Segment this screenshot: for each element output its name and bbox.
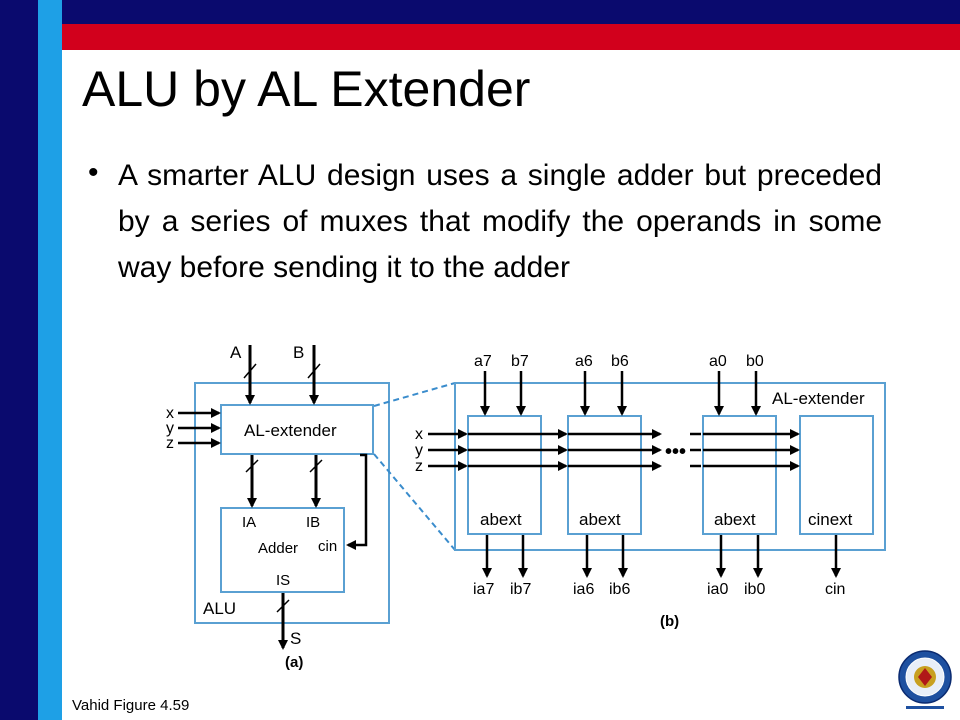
adder-is-label: IS	[276, 572, 290, 589]
out-ia7-label: ia7	[473, 581, 494, 598]
figure-caption: Vahid Figure 4.59	[72, 697, 190, 714]
top-red-bar	[62, 24, 960, 50]
adder-label: Adder	[258, 540, 298, 557]
cin-wire	[346, 453, 368, 550]
out-ib6-label: ib6	[609, 581, 630, 598]
university-seal-logo	[898, 650, 952, 709]
sublabel-a: (a)	[285, 654, 303, 671]
ib-bus-mark	[309, 459, 323, 473]
out-ib7-label: ib7	[510, 581, 531, 598]
in-b6-label: b6	[611, 353, 629, 370]
in-a6-label: a6	[575, 353, 593, 370]
a-z-label: z	[166, 435, 174, 452]
adder-box	[220, 507, 345, 593]
in-a7-label: a7	[474, 353, 492, 370]
out-ib0-label: ib0	[744, 581, 765, 598]
a-x-label: x	[166, 405, 174, 422]
left-cyan-bar	[38, 0, 62, 720]
adder-ib-label: IB	[306, 514, 320, 531]
output-s-label: S	[290, 629, 301, 648]
zoom-line-top	[373, 382, 456, 407]
adder-ia-label: IA	[242, 514, 256, 531]
a-y-label: y	[166, 420, 174, 437]
out-cin-label: cin	[825, 581, 845, 598]
adder-cin-label: cin	[318, 538, 337, 555]
ia-bus-mark	[245, 459, 259, 473]
ellipsis-dots: •••	[665, 441, 686, 463]
top-navy-bar	[62, 0, 960, 24]
out-ia6-label: ia6	[573, 581, 594, 598]
b-z-label: z	[415, 458, 423, 475]
bullet-dot: •	[88, 156, 99, 189]
left-navy-bar	[0, 0, 38, 720]
bullet-text: A smarter ALU design uses a single adder…	[118, 159, 882, 284]
slide-title: ALU by AL Extender	[82, 61, 531, 117]
b-x-label: x	[415, 426, 423, 443]
abext-0-label: abext	[714, 510, 756, 529]
input-a-bus-mark	[243, 363, 257, 379]
in-b7-label: b7	[511, 353, 529, 370]
zoom-line-bottom	[373, 453, 456, 551]
out-ia0-label: ia0	[707, 581, 728, 598]
abext-6-box	[567, 415, 642, 535]
diagram-b: AL-extender a7 b7 a6 b6 a0 b0 x y z	[415, 353, 886, 630]
input-a-label: A	[230, 343, 242, 362]
output-s-bus-mark	[276, 599, 290, 613]
cinext-label: cinext	[808, 510, 853, 529]
b-extender-label: AL-extender	[772, 389, 865, 408]
abext-7-label: abext	[480, 510, 522, 529]
abext-7-box	[467, 415, 542, 535]
input-b-label: B	[293, 343, 304, 362]
cinext-box	[799, 415, 874, 535]
sublabel-b: (b)	[660, 613, 679, 630]
in-b0-label: b0	[746, 353, 764, 370]
abext-6-label: abext	[579, 510, 621, 529]
abext-0-box	[702, 415, 777, 535]
diagram-a: A B x y z AL-extender IA IB Adder cin IS…	[166, 343, 390, 671]
alu-label: ALU	[203, 599, 236, 618]
al-extender-box	[220, 404, 374, 455]
in-a0-label: a0	[709, 353, 727, 370]
input-b-bus-mark	[307, 363, 321, 379]
al-extender-label: AL-extender	[244, 421, 337, 440]
b-y-label: y	[415, 442, 423, 459]
alu-box	[194, 382, 390, 624]
